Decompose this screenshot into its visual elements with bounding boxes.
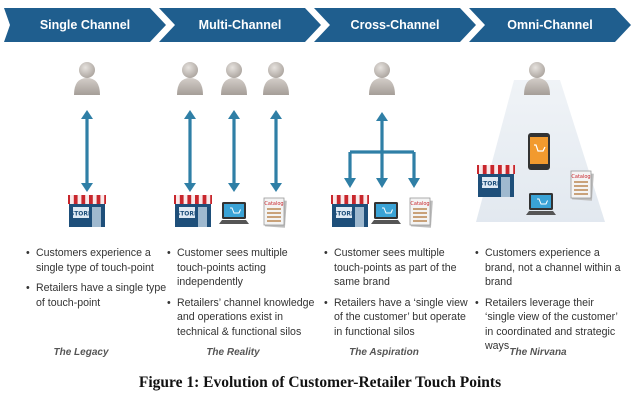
catalog-cover-text: Catalog [264, 201, 283, 207]
smartphone-icon [528, 133, 550, 170]
customer-person-icon [177, 62, 203, 95]
customer-person-icon [74, 62, 100, 95]
stage-caption-nirvana: The Nirvana [509, 347, 567, 358]
stage-description-multi-channel: Customer sees multiple touch-points acti… [167, 246, 317, 345]
stage-caption-aspiration: The Aspiration [349, 347, 419, 358]
stage-caption-reality: The Reality [206, 347, 260, 358]
stage-title: Single Channel [39, 18, 131, 32]
bullet-text: Retailers have a ‘single view of the cus… [324, 296, 474, 340]
catalog-cover-text: Catalog [571, 174, 590, 180]
computer-icon [526, 193, 556, 215]
bullet-text: Retailers have a single type of touch-po… [26, 281, 176, 310]
double-headed-arrow-icon [270, 110, 282, 192]
catalog-icon: Catalog [263, 197, 287, 228]
bullet-text: Customer sees multiple touch-points acti… [167, 246, 317, 290]
catalog-icon: Catalog [570, 170, 594, 201]
stage-description-omni-channel: Customers experience a brand, not a chan… [475, 246, 625, 360]
stage-title: Omni-Channel [507, 18, 593, 32]
bullet-text: Customer sees multiple touch-points as p… [324, 246, 474, 290]
bullet-text: Customers experience a single type of to… [26, 246, 176, 275]
stage-header-omni-channel: Omni-Channel [469, 8, 631, 42]
customer-person-icon [263, 62, 289, 95]
double-headed-arrow-icon [184, 110, 196, 192]
stage-title: Cross-Channel [350, 18, 440, 32]
computer-icon [371, 202, 401, 224]
store-icon: STORE [477, 165, 515, 197]
customer-person-icon [369, 62, 395, 95]
stage-description-single-channel: Customers experience a single type of to… [26, 246, 176, 316]
store-icon: STORE [331, 195, 369, 227]
computer-icon [219, 202, 249, 224]
stage-title: Multi-Channel [198, 18, 282, 32]
stage-description-cross-channel: Customer sees multiple touch-points as p… [324, 246, 474, 345]
bullet-text: Retailers leverage their ‘single view of… [475, 296, 625, 354]
stage-header-cross-channel: Cross-Channel [314, 8, 476, 42]
stage-caption-legacy: The Legacy [53, 347, 109, 358]
store-sign-text: STORE [176, 211, 198, 218]
store-icon: STORE [68, 195, 106, 227]
store-sign-text: STORE [70, 211, 92, 218]
double-headed-arrow-icon [228, 110, 240, 192]
bullet-text: Retailers’ channel knowledge and operati… [167, 296, 317, 340]
customer-person-icon [524, 62, 550, 95]
store-sign-text: STORE [479, 181, 501, 188]
stage-header-multi-channel: Multi-Channel [159, 8, 321, 42]
branching-arrow-icon [344, 112, 420, 188]
store-icon: STORE [174, 195, 212, 227]
customer-person-icon [221, 62, 247, 95]
catalog-cover-text: Catalog [410, 201, 429, 207]
catalog-icon: Catalog [409, 197, 433, 228]
stage-header-single-channel: Single Channel [4, 8, 166, 42]
double-headed-arrow-icon [81, 110, 93, 192]
bullet-text: Customers experience a brand, not a chan… [475, 246, 625, 290]
store-sign-text: STORE [333, 211, 355, 218]
figure-caption: Figure 1: Evolution of Customer-Retailer… [138, 374, 502, 391]
